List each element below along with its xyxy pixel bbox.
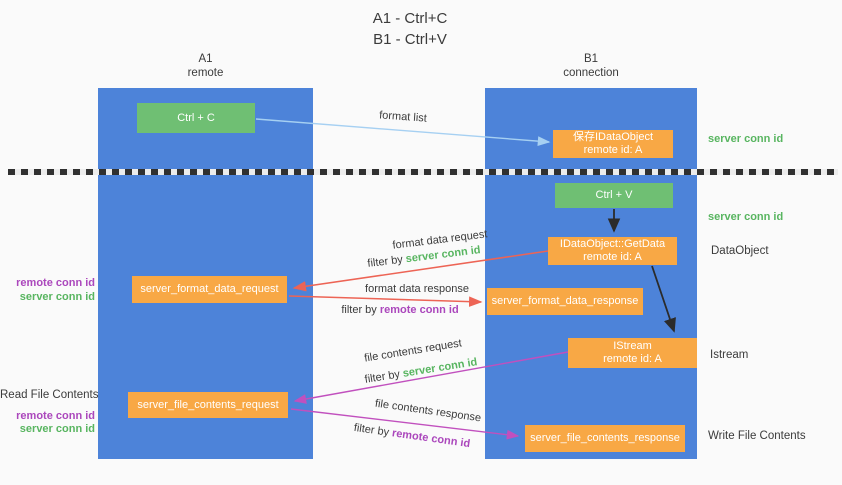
- box-ctrl-v: Ctrl + V: [555, 183, 673, 208]
- box-server-format-data-request: server_format_data_request: [132, 276, 287, 303]
- right-server-conn-id-2: server conn id: [708, 211, 784, 223]
- filter-prefix: filter by: [363, 367, 404, 386]
- lane-header-b1: B1 connection: [485, 52, 697, 80]
- label-format-data-response-filter: filter by remote conn id: [341, 304, 458, 316]
- left-remote-conn-id-2: remote conn id: [16, 410, 95, 422]
- box-server-file-contents-request: server_file_contents_request: [128, 392, 288, 418]
- getdata-line2: remote id: A: [583, 251, 642, 263]
- copy-paste-divider-line: [8, 169, 838, 175]
- title-line-1: A1 - Ctrl+C: [372, 10, 448, 27]
- right-server-conn-id-1: server conn id: [708, 133, 784, 145]
- istream-side-label: Istream: [710, 349, 749, 361]
- box-istream: IStream remote id: A: [568, 338, 697, 368]
- dataobject-label: DataObject: [711, 245, 769, 257]
- left-server-conn-id-2: server conn id: [19, 423, 95, 435]
- remote-conn-id-term: remote conn id: [379, 304, 459, 316]
- filter-prefix: filter by: [366, 253, 407, 270]
- filter-prefix: filter by: [353, 421, 393, 440]
- ctrl-c-label: Ctrl + C: [177, 111, 215, 124]
- box-save-idataobject: 保存IDataObject remote id: A: [553, 130, 673, 158]
- box-idataobject-getdata: IDataObject::GetData remote id: A: [548, 237, 677, 265]
- lane-a1-name: A1: [198, 53, 213, 65]
- istream-line2: remote id: A: [603, 353, 662, 365]
- istream-line1: IStream: [613, 340, 652, 352]
- save-idataobject-line1: 保存IDataObject: [572, 131, 654, 143]
- lane-b1-name: B1: [583, 53, 599, 65]
- getdata-line1: IDataObject::GetData: [559, 238, 666, 250]
- server-file-contents-response-label: server_file_contents_response: [530, 432, 680, 444]
- lane-a1-subtitle: remote: [187, 67, 224, 79]
- left-remote-conn-id-1: remote conn id: [16, 277, 95, 289]
- read-file-contents-label: Read File Contents: [0, 389, 99, 401]
- label-format-list: format list: [378, 109, 428, 125]
- save-idataobject-line2: remote id: A: [583, 144, 643, 156]
- server-format-data-request-label: server_format_data_request: [140, 283, 279, 295]
- label-file-contents-response: file contents response: [374, 397, 482, 425]
- remote-conn-id-term: remote conn id: [391, 427, 471, 451]
- diagram-title: A1 - Ctrl+C B1 - Ctrl+V: [0, 8, 820, 50]
- box-server-file-contents-response: server_file_contents_response: [525, 425, 685, 452]
- filter-prefix: filter by: [341, 304, 380, 316]
- lane-header-a1: A1 remote: [98, 52, 313, 80]
- server-conn-id-term: server conn id: [401, 356, 479, 380]
- label-file-contents-response-filter: filter by remote conn id: [353, 422, 471, 450]
- write-file-contents-label: Write File Contents: [708, 430, 806, 442]
- server-format-data-response-label: server_format_data_response: [491, 295, 639, 307]
- lane-b1-subtitle: connection: [563, 67, 619, 79]
- box-server-format-data-response: server_format_data_response: [487, 288, 643, 315]
- ctrl-v-label: Ctrl + V: [595, 189, 633, 201]
- left-server-conn-id-1: server conn id: [19, 291, 95, 303]
- label-format-data-response: format data response: [365, 283, 469, 295]
- title-line-2: B1 - Ctrl+V: [373, 31, 447, 48]
- arrow-format-data-response: [288, 295, 483, 307]
- server-file-contents-request-label: server_file_contents_request: [137, 398, 279, 411]
- box-ctrl-c: Ctrl + C: [137, 103, 255, 133]
